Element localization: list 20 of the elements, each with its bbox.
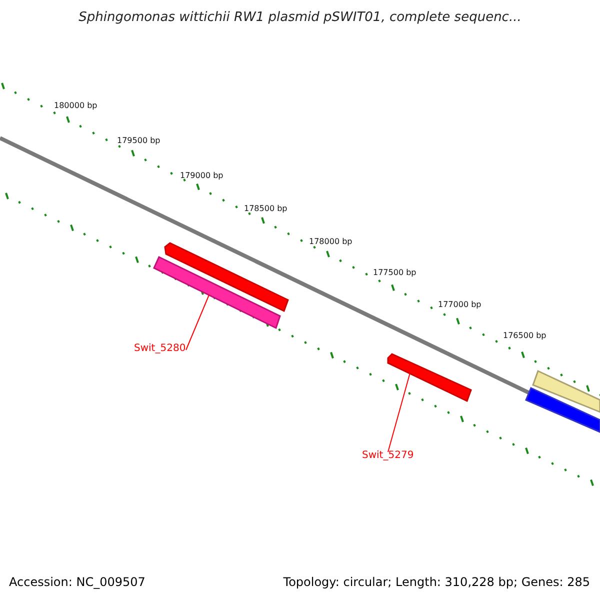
position-label: 177500 bp [373,268,416,277]
gene-label: Swit_5280 [134,343,186,354]
gene-label: Swit_5279 [362,450,414,461]
gene-bar [525,387,600,434]
position-label: 178500 bp [244,204,288,213]
accession-text: Accession: NC_009507 [9,575,146,589]
position-label: 176500 bp [503,331,546,340]
leader-line [186,294,210,350]
position-label: 177000 bp [438,300,482,309]
position-label: 180000 bp [54,101,98,110]
title: Sphingomonas wittichii RW1 plasmid pSWIT01, complete sequenc... [78,10,522,25]
leader-line [388,372,410,452]
position-label: 179500 bp [117,136,160,145]
gene-bar [153,256,281,330]
summary-text: Topology: circular; Length: 310,228 bp; Genes: 285 [283,575,590,589]
position-label: 178000 bp [309,237,352,246]
position-label: 179000 bp [180,171,224,180]
gene-bar [532,370,600,414]
gene-bar [387,353,472,402]
gene-bar [164,242,289,312]
